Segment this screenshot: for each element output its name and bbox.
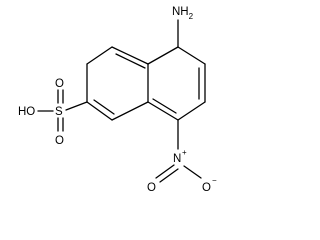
bond	[147, 46, 179, 65]
structure-diagram: NH2 N + O O − S O O HO	[18, 6, 217, 194]
nitro-no-left-bond	[155, 164, 175, 179]
bond	[86, 46, 113, 65]
bond	[93, 99, 115, 115]
nitro-n-charge: +	[182, 148, 187, 157]
bond	[152, 98, 177, 114]
sulfonyl-o-top-label: O	[55, 78, 64, 90]
sulfur-label: S	[55, 106, 63, 118]
bond	[115, 53, 146, 69]
sulfonyl-o-bottom-label: O	[55, 135, 64, 147]
hydroxyl-label: HO	[18, 106, 35, 118]
nitro-o-right-label: O	[202, 182, 211, 194]
nitro-o-left-label: O	[147, 182, 156, 194]
bond	[177, 46, 206, 65]
nitro-o-charge: −	[212, 176, 217, 185]
bond	[177, 101, 206, 121]
sulfonyl-bond	[65, 101, 88, 111]
left-ring	[86, 46, 149, 121]
nitro-no-right-bond	[183, 165, 202, 179]
nitro-n-label: N	[173, 153, 181, 165]
bond	[111, 101, 149, 121]
amine-label: NH2	[172, 6, 194, 21]
bond	[86, 101, 113, 121]
bond	[111, 46, 149, 65]
right-ring	[147, 46, 206, 121]
nitro-no-left-bond	[159, 168, 179, 183]
bond	[147, 101, 179, 121]
